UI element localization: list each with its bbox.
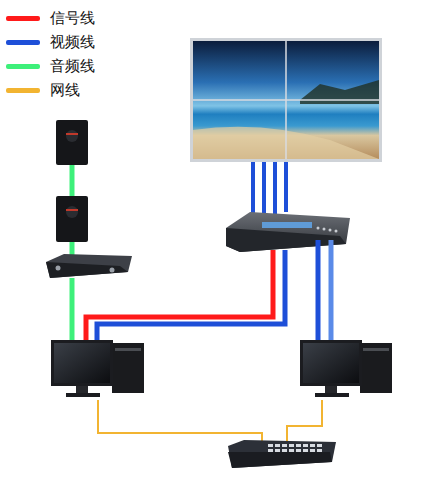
legend-text: 信号线 [50,6,95,30]
legend-row: 网线 [6,78,95,102]
legend-row: 音频线 [6,54,95,78]
legend-swatch [6,88,40,93]
network-switch [228,440,336,468]
legend-row: 视频线 [6,30,95,54]
amplifier [46,254,132,278]
legend-text: 网线 [50,78,80,102]
legend-text: 视频线 [50,30,95,54]
legend-swatch [6,16,40,21]
network-line [98,400,322,443]
legend-row: 信号线 [6,6,95,30]
video-line [329,240,334,342]
legend-text: 音频线 [50,54,95,78]
legend-swatch [6,40,40,45]
video-wall [190,38,382,162]
legend: 信号线视频线音频线网线 [6,6,95,102]
video-line [316,240,321,342]
computer [51,340,144,397]
video-line [253,162,286,218]
legend-swatch [6,64,40,69]
audio-line [70,165,75,342]
computer [300,340,392,397]
speaker [56,120,88,242]
